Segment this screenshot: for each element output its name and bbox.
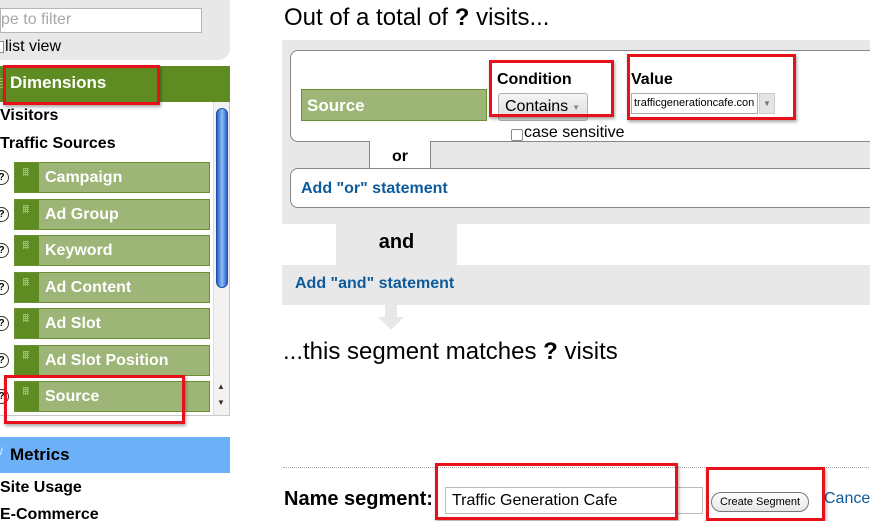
separator xyxy=(283,467,870,468)
scroll-down-arrow-icon[interactable]: ▼ xyxy=(217,398,225,407)
value-dropdown-arrow-icon[interactable]: ▼ xyxy=(759,93,775,114)
dimension-item-ad-slot-position[interactable]: ? Ad Slot Position xyxy=(0,345,212,376)
drag-handle-icon[interactable] xyxy=(15,200,39,229)
matches-suffix: visits xyxy=(557,338,618,365)
drag-handle-icon[interactable] xyxy=(15,309,39,338)
category-traffic-sources[interactable]: Traffic Sources xyxy=(0,135,116,152)
add-or-box: Add "or" statement xyxy=(290,168,870,208)
add-and-statement-link[interactable]: Add "and" statement xyxy=(295,275,455,292)
condition-label: Condition xyxy=(497,71,572,88)
matches-prefix: ...this segment matches xyxy=(283,338,544,365)
dimension-chip[interactable]: Keyword xyxy=(14,235,210,266)
source-dimension-chip[interactable]: Source xyxy=(301,89,487,121)
filter-panel: pe to filter list view xyxy=(0,0,230,60)
dimension-chip[interactable]: Ad Content xyxy=(14,272,210,303)
help-icon[interactable]: ? xyxy=(0,389,9,404)
value-input[interactable]: trafficgenerationcafe.con xyxy=(631,93,758,114)
dimension-chip[interactable]: Ad Slot Position xyxy=(14,345,210,376)
dimension-label: Ad Slot Position xyxy=(45,352,169,369)
down-arrow-head-icon xyxy=(378,317,404,330)
dimension-item-ad-group[interactable]: ? Ad Group xyxy=(0,199,212,230)
drag-handle-icon[interactable] xyxy=(15,236,39,265)
help-icon[interactable]: ? xyxy=(0,243,9,258)
help-icon[interactable]: ? xyxy=(0,353,9,368)
dimension-label: Ad Content xyxy=(45,279,132,296)
dimension-label: Campaign xyxy=(45,169,123,186)
help-icon[interactable]: ? xyxy=(0,316,9,331)
and-statement-group: Add "and" statement xyxy=(282,265,870,305)
list-view-checkbox[interactable] xyxy=(0,41,4,53)
condition-value: Contains xyxy=(505,98,569,115)
heading-suffix: visits... xyxy=(469,4,550,31)
drag-handle-icon[interactable] xyxy=(15,273,39,302)
case-sensitive-label: case sensitive xyxy=(524,124,625,141)
condition-select[interactable]: Contains ▼ xyxy=(498,93,588,121)
cancel-link[interactable]: Cance xyxy=(824,490,870,507)
grip-icon xyxy=(0,78,3,88)
total-visits-heading: Out of a total of ? visits... xyxy=(284,4,549,32)
drag-handle-icon[interactable] xyxy=(15,163,39,192)
filter-input[interactable]: pe to filter xyxy=(0,8,202,33)
add-or-statement-link[interactable]: Add "or" statement xyxy=(301,180,448,197)
list-view-label: list view xyxy=(5,38,62,55)
list-view-toggle[interactable]: list view xyxy=(0,38,61,56)
heading-prefix: Out of a total of xyxy=(284,4,455,31)
dimensions-scrollbar[interactable]: ▲ ▼ xyxy=(213,102,229,415)
dimension-chip[interactable]: Campaign xyxy=(14,162,210,193)
dimension-label: Ad Slot xyxy=(45,315,101,332)
name-segment-input[interactable]: Traffic Generation Cafe xyxy=(445,487,703,514)
heading-count: ? xyxy=(454,4,470,31)
or-label: or xyxy=(370,141,430,169)
metric-category-site-usage[interactable]: Site Usage xyxy=(0,479,82,496)
metrics-title: Metrics xyxy=(10,445,70,464)
case-sensitive-checkbox[interactable] xyxy=(511,129,523,141)
case-sensitive-option[interactable]: case sensitive xyxy=(511,124,625,142)
dimension-item-ad-content[interactable]: ? Ad Content xyxy=(0,272,212,303)
or-tab-divider xyxy=(290,142,370,168)
help-icon[interactable]: ? xyxy=(0,280,9,295)
dimension-item-ad-slot[interactable]: ? Ad Slot xyxy=(0,308,212,339)
scroll-up-arrow-icon[interactable]: ▲ xyxy=(217,382,225,391)
dimension-item-source[interactable]: ? Source xyxy=(0,381,212,412)
dimension-item-campaign[interactable]: ? Campaign xyxy=(0,162,212,193)
and-label: and xyxy=(336,221,457,265)
drag-handle-icon[interactable] xyxy=(15,382,39,411)
category-visitors[interactable]: Visitors xyxy=(0,107,59,124)
drag-handle-icon[interactable] xyxy=(15,346,39,375)
metrics-header[interactable]: / Metrics xyxy=(0,437,230,473)
collapse-caret-icon: / xyxy=(0,447,3,458)
dimension-chip[interactable]: Ad Slot xyxy=(14,308,210,339)
dimensions-title: Dimensions xyxy=(10,73,107,92)
dimension-chip[interactable]: Source xyxy=(14,381,210,412)
dimension-item-keyword[interactable]: ? Keyword xyxy=(0,235,212,266)
matches-count: ? xyxy=(543,338,558,365)
dropdown-arrow-icon: ▼ xyxy=(572,103,580,112)
value-label: Value xyxy=(631,71,673,88)
or-tab-divider xyxy=(430,142,870,168)
dimension-label: Source xyxy=(45,388,100,405)
scrollbar-thumb[interactable] xyxy=(216,108,228,288)
segment-matches-text: ...this segment matches ? visits xyxy=(283,338,618,366)
dimension-label: Keyword xyxy=(45,242,113,259)
statement-box: Source Condition Contains ▼ case sensiti… xyxy=(290,50,870,142)
help-icon[interactable]: ? xyxy=(0,207,9,222)
dimensions-list: Visitors Traffic Sources ? Campaign ? Ad… xyxy=(0,102,230,416)
help-icon[interactable]: ? xyxy=(0,170,9,185)
create-segment-button[interactable]: Create Segment xyxy=(711,492,809,512)
metric-category-ecommerce[interactable]: E-Commerce xyxy=(0,506,99,521)
filter-placeholder: pe to filter xyxy=(1,11,72,28)
name-segment-label: Name segment: xyxy=(284,488,433,510)
or-statement-group: Source Condition Contains ▼ case sensiti… xyxy=(282,40,870,224)
dimensions-header[interactable]: Dimensions xyxy=(0,66,230,102)
dimension-chip[interactable]: Ad Group xyxy=(14,199,210,230)
down-arrow-icon xyxy=(385,305,397,317)
dimension-label: Ad Group xyxy=(45,206,119,223)
